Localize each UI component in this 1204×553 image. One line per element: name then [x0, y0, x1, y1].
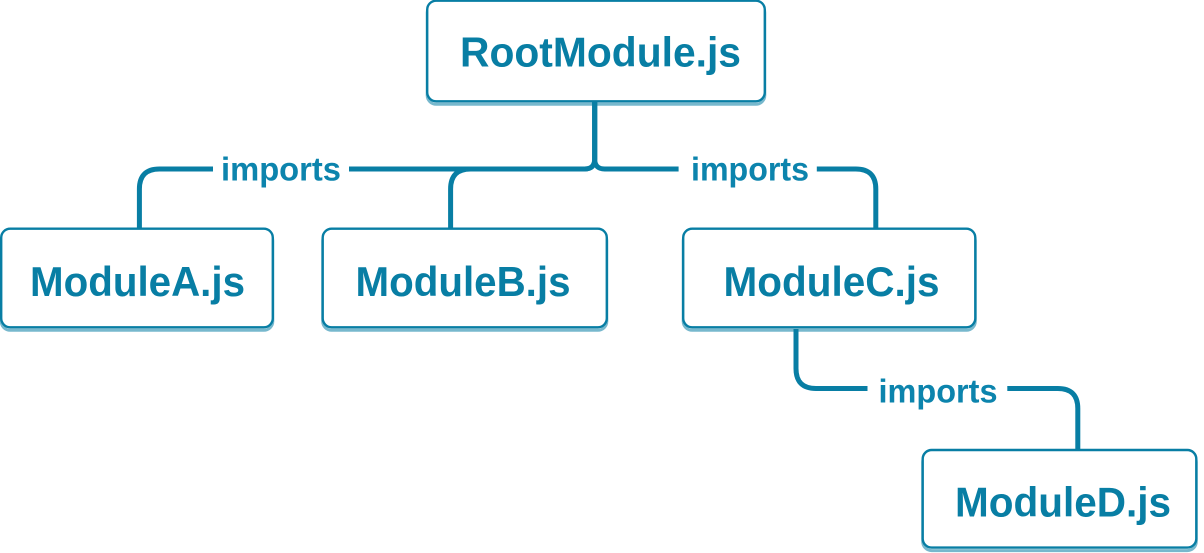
svg-text:ModuleC.js: ModuleC.js — [724, 258, 940, 305]
svg-text:ModuleB.js: ModuleB.js — [356, 258, 571, 305]
svg-text:imports: imports — [879, 373, 998, 410]
svg-text:imports: imports — [691, 151, 809, 188]
svg-text:imports: imports — [221, 151, 341, 188]
svg-text:ModuleD.js: ModuleD.js — [955, 479, 1171, 526]
svg-text:ModuleA.js: ModuleA.js — [30, 258, 245, 305]
svg-text:RootModule.js: RootModule.js — [460, 29, 741, 76]
